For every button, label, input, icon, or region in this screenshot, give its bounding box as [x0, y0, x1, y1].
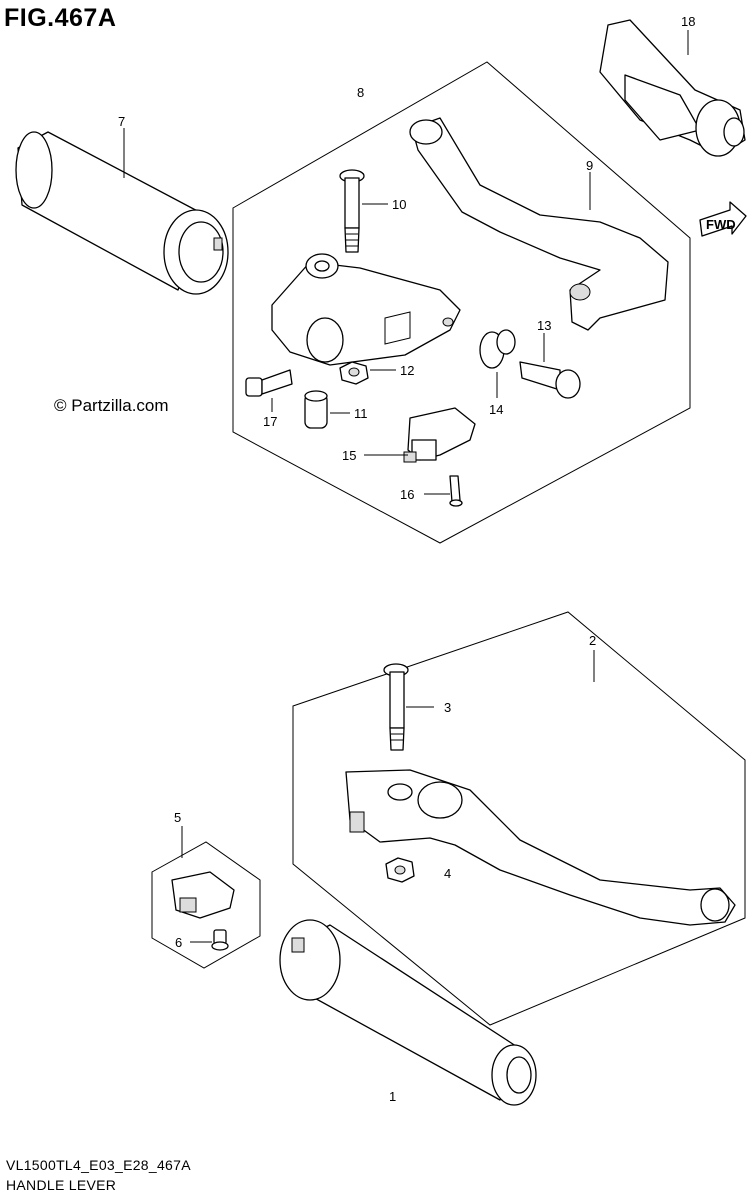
- callout-15: 15: [342, 448, 356, 463]
- callout-5: 5: [174, 810, 181, 825]
- part-6-screw: [211, 929, 229, 951]
- callout-4: 4: [444, 866, 451, 881]
- callout-16: 16: [400, 487, 414, 502]
- part-16-screw: [449, 475, 463, 507]
- figure-title: FIG.467A: [4, 4, 117, 32]
- group-outline-clutch-lever: [232, 61, 691, 544]
- group-outline-brake-lever: [292, 611, 746, 1026]
- callout-13: 13: [537, 318, 551, 333]
- part-11-collar: [304, 390, 328, 429]
- part-14-adjuster: [479, 329, 516, 369]
- callout-8: 8: [357, 85, 364, 100]
- part-4-nut: [385, 857, 415, 883]
- part-2-brake-lever: [345, 769, 736, 926]
- part-7-grip: [15, 131, 229, 295]
- part-3-pivot-bolt: [383, 663, 409, 751]
- callout-1: 1: [389, 1089, 396, 1104]
- fwd-arrow: FWD: [699, 201, 747, 237]
- part-12-nut: [339, 361, 369, 385]
- callout-2: 2: [589, 633, 596, 648]
- callout-9: 9: [586, 158, 593, 173]
- part-17-screw: [245, 369, 293, 397]
- part-1-grip: [279, 919, 537, 1106]
- group-outline-switch: [151, 841, 261, 969]
- callout-3: 3: [444, 700, 451, 715]
- callout-11: 11: [354, 406, 368, 421]
- callout-12: 12: [400, 363, 414, 378]
- part-8-lever-holder: [271, 253, 461, 366]
- part-15-switch: [403, 407, 476, 463]
- callout-18: 18: [681, 14, 695, 29]
- part-10-pivot-bolt: [339, 169, 365, 253]
- callout-7: 7: [118, 114, 125, 129]
- copyright-text: © Partzilla.com: [54, 396, 169, 415]
- fwd-label: FWD: [706, 217, 736, 232]
- part-13-adjust-bolt: [519, 361, 581, 399]
- callout-6: 6: [175, 935, 182, 950]
- part-9-clutch-lever: [409, 117, 669, 331]
- section-name: HANDLE LEVER: [6, 1177, 117, 1193]
- part-5-switch: [171, 871, 235, 919]
- callout-14: 14: [489, 402, 503, 417]
- part-18-cover: [599, 19, 746, 157]
- callout-17: 17: [263, 414, 277, 429]
- callout-10: 10: [392, 197, 406, 212]
- model-code: VL1500TL4_E03_E28_467A: [6, 1157, 191, 1173]
